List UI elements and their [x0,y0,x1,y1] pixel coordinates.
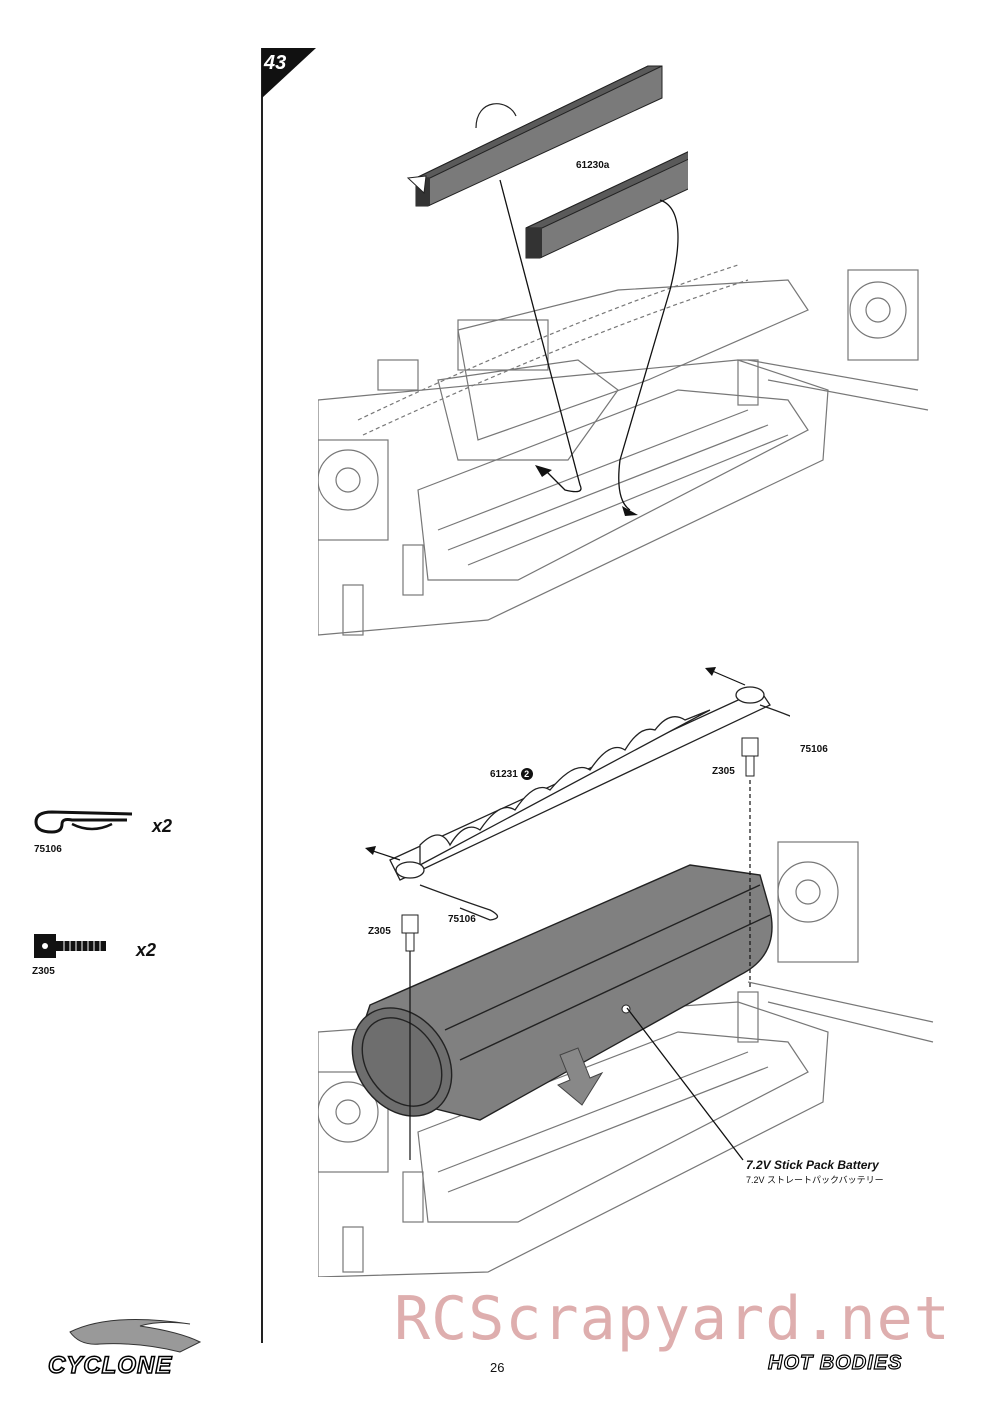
upper-chassis-illustration [318,264,929,636]
sidebar-item-label: 75106 [34,844,62,855]
screw-label-left: Z305 [368,926,391,937]
battery-callout-title: 7.2V Stick Pack Battery [746,1158,879,1172]
page-number: 26 [490,1360,505,1375]
bracket-count-badge: 2 [520,768,533,780]
cyclone-logo [69,1319,202,1353]
bracket-part-label: 61231 2 [490,768,533,780]
screw-label-right: Z305 [712,766,735,777]
pin-label-right: 75106 [800,744,828,755]
step-number: 43 [264,52,287,74]
sidebar-item-qty: x2 [136,940,157,960]
foam-part-label: 61230a [576,160,610,171]
brand-logo-right: HOT BODIES [767,1351,903,1374]
pin-label-left: 75106 [448,914,476,925]
battery-callout-subtitle: 7.2V ストレートパックバッテリー [746,1175,884,1185]
watermark: RCScrapyard.net [394,1284,951,1354]
sidebar-item-label: Z305 [32,966,55,977]
body-clip-icon [34,810,133,834]
foam-strips-illustration [406,65,688,259]
screw-icon [34,934,106,958]
brand-logo-left: CYCLONE [47,1351,173,1380]
foam-placement-guides [499,179,679,516]
sidebar-item-qty: x2 [152,816,173,836]
bracket-part-number: 61231 [490,769,518,780]
battery-callout-line [626,1007,744,1161]
step-flag [262,48,316,98]
battery-bracket-illustration [351,667,790,1160]
step-divider-line [261,48,263,1343]
lower-chassis-illustration [318,841,934,1277]
